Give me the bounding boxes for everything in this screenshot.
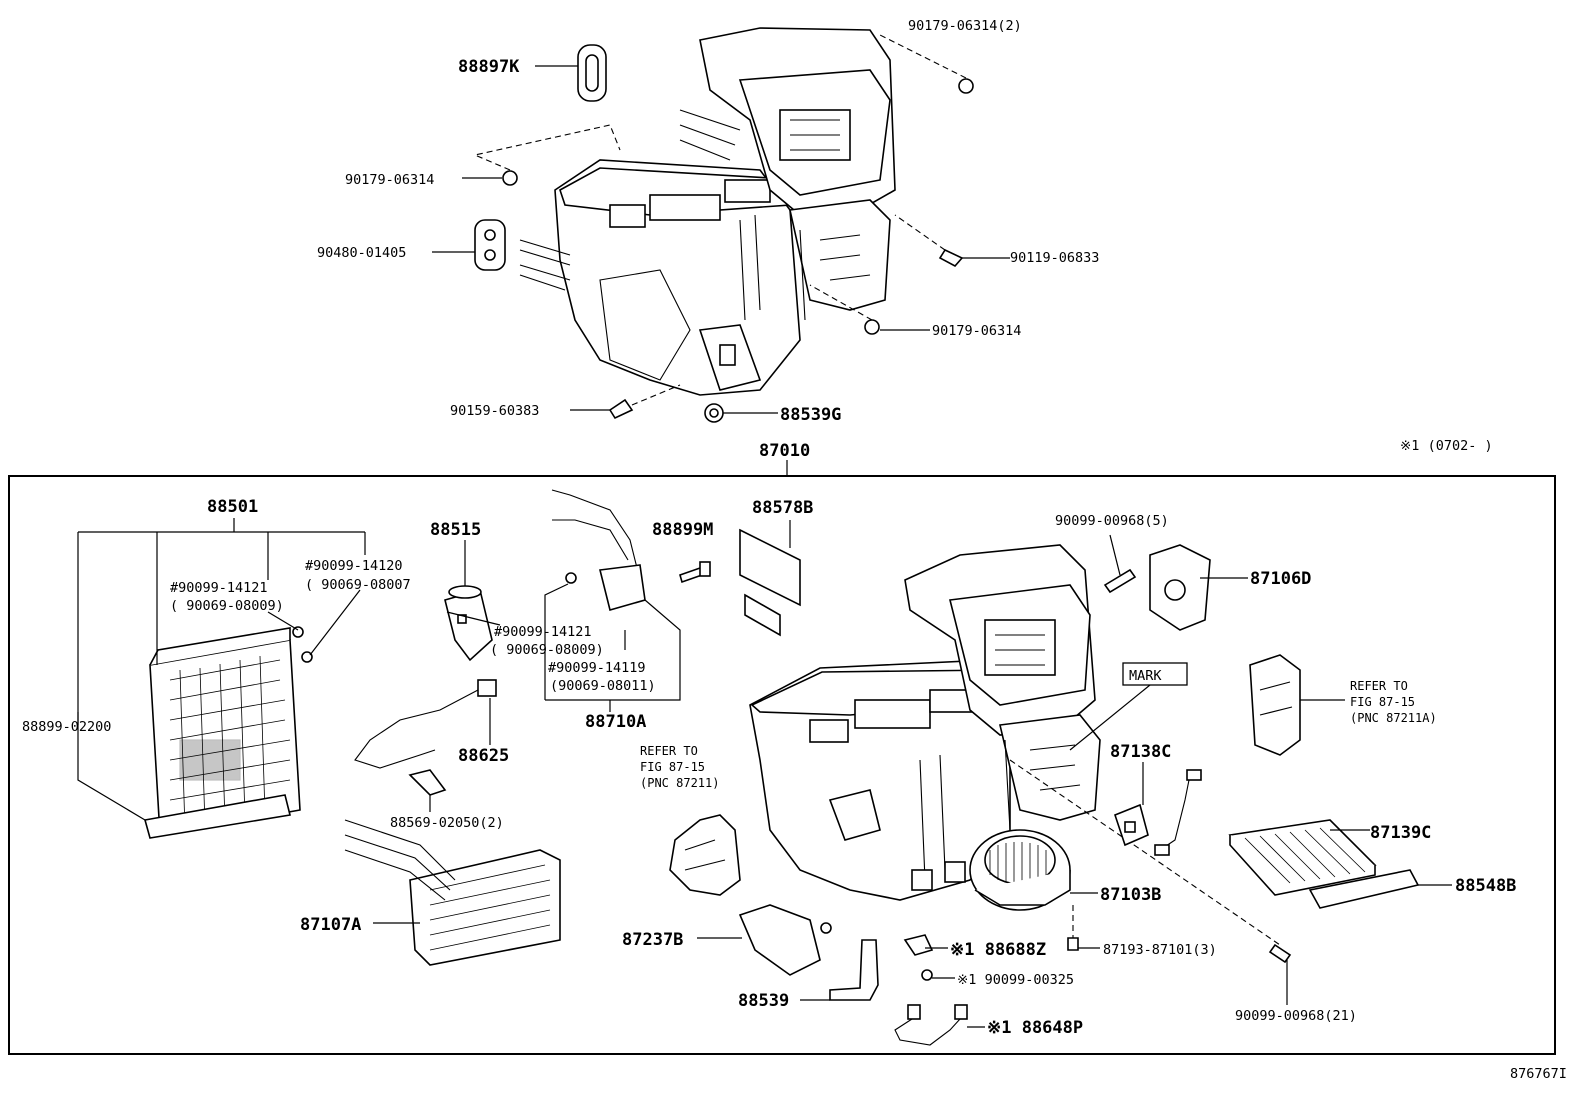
grommet-90480-01405-drawing [432, 219, 506, 271]
label-note-range: ※1 (0702- ) [1400, 438, 1493, 454]
label-refer2-line3: (PNC 87211A) [1350, 711, 1437, 725]
label-catalog-id: 876767I [1510, 1066, 1567, 1082]
label-88897k: 88897K [458, 57, 520, 77]
hose-88539-drawing [800, 939, 879, 1001]
filter-87139c-drawing [1228, 819, 1377, 896]
blower-87103b-drawing [969, 829, 1100, 951]
label-88515: 88515 [430, 520, 481, 540]
label-88688z: ※1 88688Z [950, 940, 1046, 960]
label-90069-08011: (90069-08011) [550, 678, 656, 694]
label-88539: 88539 [738, 991, 789, 1011]
label-90099-14120: #90099-14120 [305, 558, 403, 574]
label-refer2-line2: FIG 87-15 [1350, 695, 1415, 709]
label-88569-02050: 88569-02050(2) [390, 815, 504, 831]
clip-88569-leader [446, 611, 501, 626]
upper-fasteners [462, 34, 1010, 423]
servo-87106d-drawing [1103, 534, 1248, 631]
label-90099-00325: ※1 90099-00325 [957, 972, 1074, 988]
bolt-88899m-drawing [679, 561, 711, 584]
label-90099-14119: #90099-14119 [548, 660, 646, 676]
label-88501: 88501 [207, 497, 258, 517]
label-refer1-line2: FIG 87-15 [640, 760, 705, 774]
label-88899-02200: 88899-02200 [22, 719, 111, 735]
label-88648p: ※1 88648P [987, 1018, 1083, 1038]
label-90069-08009-b: ( 90069-08009) [490, 642, 604, 658]
label-87193-87101: 87193-87101(3) [1103, 942, 1217, 958]
label-90159-60383: 90159-60383 [450, 403, 539, 419]
label-88899m: 88899M [652, 520, 713, 540]
label-90069-08007: ( 90069-08007 [305, 577, 411, 593]
heater-core-87107a-drawing [344, 819, 561, 966]
label-87139c: 87139C [1370, 823, 1431, 843]
part-88688z-drawing [903, 934, 948, 956]
evaporator-88501-drawing [77, 518, 366, 839]
duct-87237b-drawing [697, 904, 832, 976]
label-90119-06833: 90119-06833 [1010, 250, 1099, 266]
label-87010: 87010 [759, 441, 810, 461]
lower-heater-assembly-drawing [749, 544, 1281, 946]
label-87103b: 87103B [1100, 885, 1161, 905]
label-87107a: 87107A [300, 915, 361, 935]
label-90069-08009-a: ( 90069-08009) [170, 598, 284, 614]
label-88578b: 88578B [752, 498, 813, 518]
label-87138c: 87138C [1110, 742, 1171, 762]
label-90179-06314-2: 90179-06314(2) [908, 18, 1022, 34]
grommet-88897k-drawing [535, 44, 607, 102]
label-90179-06314-a: 90179-06314 [345, 172, 434, 188]
label-refer1-line3: (PNC 87211) [640, 776, 719, 790]
screw-90099-00325-drawing [921, 969, 955, 981]
label-90179-06314-b: 90179-06314 [932, 323, 1021, 339]
label-refer2-line1: REFER TO [1350, 679, 1408, 693]
label-88548b: 88548B [1455, 876, 1516, 896]
harness-88648p-drawing [894, 1004, 985, 1046]
pipe-88710a-drawing [544, 489, 681, 712]
label-refer1-line1: REFER TO [640, 744, 698, 758]
duct-ref-87211-drawing [669, 814, 741, 896]
label-90099-00968-21: 90099-00968(21) [1235, 1008, 1357, 1024]
resistor-87138c-drawing [1114, 762, 1202, 856]
duct-ref-87211a-drawing [1249, 654, 1345, 756]
label-mark: MARK [1129, 668, 1162, 684]
exploded-view-frame [8, 475, 1556, 1055]
label-87237b: 87237B [622, 930, 683, 950]
upper-heater-assembly-drawing [519, 27, 896, 396]
label-90099-14121-b: #90099-14121 [494, 624, 592, 640]
expansion-valve-88515-drawing [444, 540, 493, 662]
seal-88578b-drawing [739, 520, 801, 637]
label-88539g: 88539G [780, 405, 841, 425]
label-90099-14121-a: #90099-14121 [170, 580, 268, 596]
label-90099-00968-5: 90099-00968(5) [1055, 513, 1169, 529]
part-labels: 88897K 90179-06314(2) 90179-06314 90480-… [22, 18, 1567, 1082]
label-88625: 88625 [458, 746, 509, 766]
thermistor-88625-drawing [354, 679, 497, 812]
label-90480-01405: 90480-01405 [317, 245, 406, 261]
label-87106d: 87106D [1250, 569, 1311, 589]
label-88710a: 88710A [585, 712, 646, 732]
cover-88548b-drawing [1308, 869, 1452, 909]
mark-callout [1069, 662, 1188, 751]
screw-90099-00968-21-drawing [1268, 943, 1292, 1005]
